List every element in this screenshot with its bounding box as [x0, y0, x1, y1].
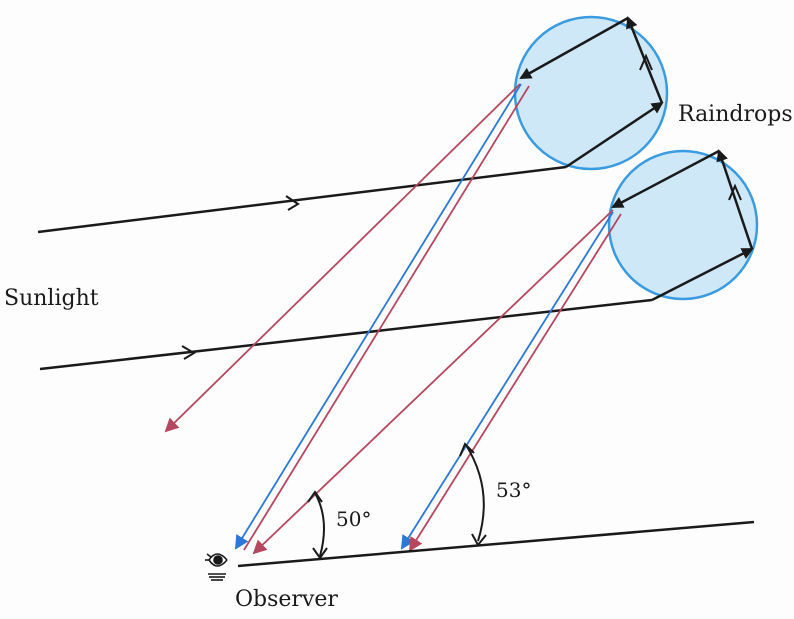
angle-arc-53 [466, 445, 484, 541]
ground-line [238, 522, 754, 566]
angle-label-50: 50° [336, 507, 371, 531]
sunlight-arrow-upper [286, 196, 298, 210]
angle-arc-50 [315, 493, 324, 556]
observer-label: Observer [235, 587, 338, 612]
angle-label-53: 53° [496, 478, 531, 502]
red-ray-upper-drop-away [166, 84, 520, 431]
sunlight-label: Sunlight [4, 286, 99, 311]
raindrop-lower [609, 151, 757, 299]
raindrops-label: Raindrops [678, 102, 793, 127]
sunlight-ray-upper [38, 167, 566, 232]
eye-icon [205, 554, 227, 580]
blue-ray-upper-drop-to-observer [236, 84, 521, 548]
